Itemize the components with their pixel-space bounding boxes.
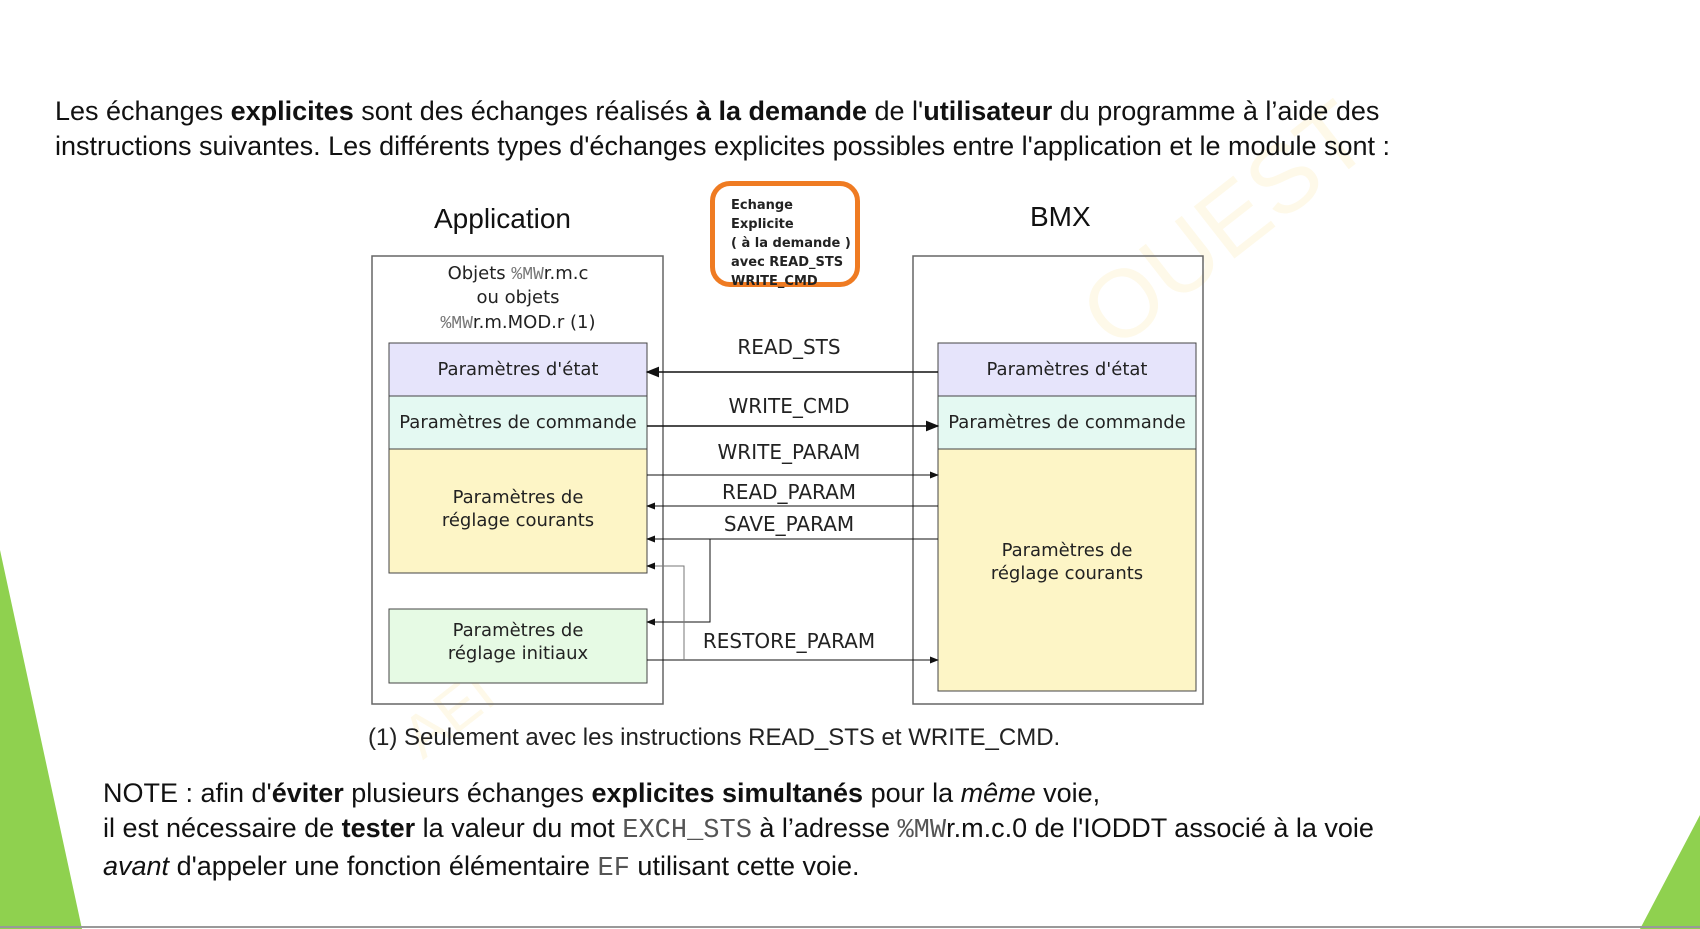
intro-bold-utilisateur: utilisateur xyxy=(923,96,1053,126)
note-text: d'appeler une fonction élémentaire xyxy=(169,851,598,881)
bmx-container xyxy=(912,255,1204,705)
write-cmd-label: WRITE_CMD xyxy=(728,394,849,418)
left-etat-box xyxy=(388,342,648,397)
save-param-branch xyxy=(646,539,711,626)
callout-line: ( à la demande ) xyxy=(731,236,851,251)
intro-text: Les échanges xyxy=(55,96,231,126)
note-text: la valeur du mot xyxy=(415,813,623,843)
note-mono: EF xyxy=(597,854,630,884)
note-bold: éviter xyxy=(271,778,344,808)
right-commande-box xyxy=(937,395,1197,450)
note-text: à l’adresse xyxy=(751,813,898,843)
left-reglage-initiaux-box xyxy=(388,608,648,684)
save-param-label: SAVE_PARAM xyxy=(724,512,854,536)
note-mono: %MW xyxy=(897,816,947,846)
note-text: il est nécessaire de xyxy=(103,813,342,843)
right-reglage-courants-label: réglage courants xyxy=(991,563,1143,584)
note-italic: avant xyxy=(103,851,170,881)
left-etat-label: Paramètres d'état xyxy=(438,359,599,380)
left-reglage-initiaux-label: réglage initiaux xyxy=(448,643,589,664)
intro-line-2: instructions suivantes. Les différents t… xyxy=(55,131,1391,161)
left-green-triangle xyxy=(0,550,82,929)
right-etat-box xyxy=(937,342,1197,397)
note-text: r.m.c.0 de l'IODDT associé à la voie xyxy=(946,813,1374,843)
left-reglage-courants-label: réglage courants xyxy=(442,510,594,531)
left-reglage-courants-label: Paramètres de xyxy=(453,487,584,508)
note-text: pour la xyxy=(863,778,961,808)
intro-bold-demande: à la demande xyxy=(695,96,868,126)
note-mono: EXCH_STS xyxy=(622,816,752,846)
note-paragraph: NOTE : afin d'éviter plusieurs échanges … xyxy=(103,776,1663,887)
restore-param-branch xyxy=(646,562,685,660)
intro-bold-explicites: explicites xyxy=(230,96,354,126)
objects-label-line2: ou objets xyxy=(476,287,559,308)
left-reglage-courants-box xyxy=(388,448,648,574)
callout-line: avec READ_STS xyxy=(731,255,844,270)
right-reglage-courants-box xyxy=(937,448,1197,692)
intro-text: sont des échanges réalisés xyxy=(353,96,696,126)
callout-line: WRITE_CMD xyxy=(731,274,818,289)
explicit-exchange-callout: Echange Explicite ( à la demande ) avec … xyxy=(710,181,860,289)
note-bold: explicites simultanés xyxy=(591,778,864,808)
application-title: Application xyxy=(434,203,571,234)
write-param-label: WRITE_PARAM xyxy=(718,440,861,464)
restore-param-label: RESTORE_PARAM xyxy=(703,629,875,653)
read-sts-label: READ_STS xyxy=(737,335,840,359)
left-commande-box xyxy=(388,395,648,450)
note-text: voie, xyxy=(1035,778,1101,808)
objects-label-line3: %MWr.m.MOD.r (1) xyxy=(440,312,595,334)
left-commande-label: Paramètres de commande xyxy=(399,412,637,433)
right-reglage-courants-label: Paramètres de xyxy=(1002,540,1133,561)
intro-text: du programme à l’aide des xyxy=(1052,96,1380,126)
note-italic: même xyxy=(960,778,1036,808)
callout-line: Echange Explicite xyxy=(731,198,794,232)
footnote: (1) Seulement avec les instructions READ… xyxy=(368,724,1061,751)
right-etat-label: Paramètres d'état xyxy=(987,359,1148,380)
intro-paragraph: Les échanges explicites sont des échange… xyxy=(55,94,1675,164)
right-commande-label: Paramètres de commande xyxy=(948,412,1186,433)
note-text: plusieurs échanges xyxy=(343,778,592,808)
note-text: NOTE : afin d' xyxy=(103,778,272,808)
note-text: utilisant cette voie. xyxy=(629,851,860,881)
left-reglage-initiaux-label: Paramètres de xyxy=(453,620,584,641)
note-bold: tester xyxy=(341,813,416,843)
right-green-triangle xyxy=(1640,815,1700,929)
read-param-label: READ_PARAM xyxy=(722,480,856,504)
objects-label-line1: Objets %MWr.m.c xyxy=(448,263,589,285)
intro-text: de l' xyxy=(867,96,924,126)
bmx-title: BMX xyxy=(1030,201,1091,232)
application-container xyxy=(371,255,664,705)
